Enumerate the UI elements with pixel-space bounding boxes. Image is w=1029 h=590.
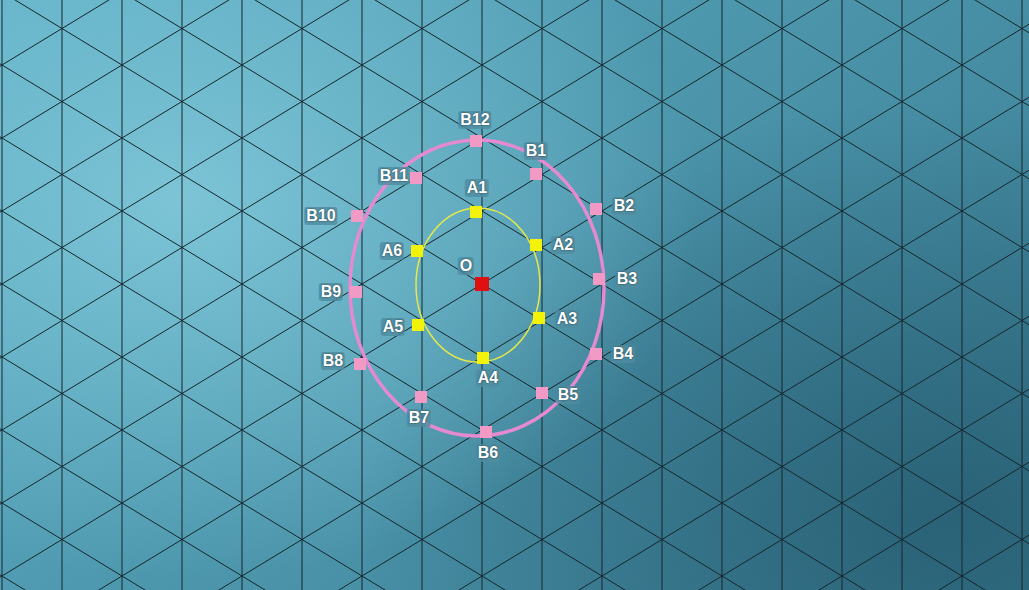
point-label: A2 <box>551 236 575 254</box>
point-label: B1 <box>524 142 548 160</box>
mesh-edge <box>0 0 1029 325</box>
mesh-edge <box>0 356 1029 590</box>
mesh-edge <box>0 24 1029 590</box>
mesh-edge <box>62 0 63 590</box>
mesh-edge <box>302 0 303 590</box>
mesh-edge <box>0 0 1029 577</box>
center-point <box>475 277 489 291</box>
mesh-edge <box>662 0 663 590</box>
mesh-edge <box>1022 0 1023 590</box>
mesh-edge <box>242 0 243 590</box>
point-label: O <box>458 257 474 275</box>
point-label: A6 <box>380 242 404 260</box>
mesh-edge <box>2 0 3 590</box>
point-label: B12 <box>458 111 491 129</box>
point-label: B11 <box>378 167 410 185</box>
point-label: A3 <box>555 310 579 328</box>
mesh-edge <box>0 283 1029 590</box>
mesh-edge <box>0 0 1029 471</box>
mesh-edge <box>0 575 1029 590</box>
point-label: B8 <box>321 352 345 370</box>
mesh-edge <box>902 0 903 590</box>
mesh-edge <box>0 0 1029 358</box>
inner-points <box>411 206 545 364</box>
point-label: A5 <box>381 318 405 336</box>
mesh-edge <box>962 0 963 590</box>
point-label: B2 <box>612 197 636 215</box>
mesh-edge <box>0 0 1029 33</box>
mesh-edge <box>0 0 1029 212</box>
mesh-edge <box>0 170 1029 590</box>
mesh-edge <box>482 0 483 590</box>
mesh-edge <box>0 0 1029 431</box>
mesh-edge <box>0 64 1029 590</box>
mesh-edge <box>422 0 423 590</box>
point-label: B10 <box>304 207 337 225</box>
mesh-edge <box>0 389 1029 590</box>
mesh-edge <box>0 0 1029 285</box>
mesh-edge <box>0 502 1029 590</box>
point-label: B7 <box>407 409 431 427</box>
outer-ring <box>350 140 604 436</box>
point-label: B5 <box>556 386 580 404</box>
mesh-edge <box>0 316 1029 590</box>
mesh-edge <box>0 0 1029 504</box>
point-label: B4 <box>611 345 635 363</box>
mesh-edge <box>0 0 1029 252</box>
mesh-edge <box>722 0 723 590</box>
mesh-edge <box>842 0 843 590</box>
mesh-edge <box>0 0 1029 106</box>
point-label: B3 <box>615 270 639 288</box>
mesh-edge <box>0 429 1029 590</box>
mesh-edge <box>542 0 543 590</box>
point-label: B6 <box>476 444 500 462</box>
mesh-edge <box>0 0 1029 398</box>
point-label: A1 <box>465 179 489 197</box>
mesh-edge <box>122 0 123 590</box>
mesh-edge <box>0 243 1029 590</box>
mesh-edge <box>0 0 1029 179</box>
mesh-edge <box>0 0 1029 544</box>
mesh-edge <box>782 0 783 590</box>
mesh-edge <box>182 0 183 590</box>
point-label: A4 <box>476 369 500 387</box>
mesh-edge <box>0 462 1029 590</box>
mesh-edge <box>0 210 1029 590</box>
mesh-edge <box>0 97 1029 590</box>
outer-points <box>350 135 605 438</box>
inner-ring <box>416 208 540 362</box>
point-label: B9 <box>319 283 343 301</box>
mesh-edge <box>0 0 1029 66</box>
mesh-edge <box>0 137 1029 590</box>
mesh-edge <box>0 535 1029 590</box>
